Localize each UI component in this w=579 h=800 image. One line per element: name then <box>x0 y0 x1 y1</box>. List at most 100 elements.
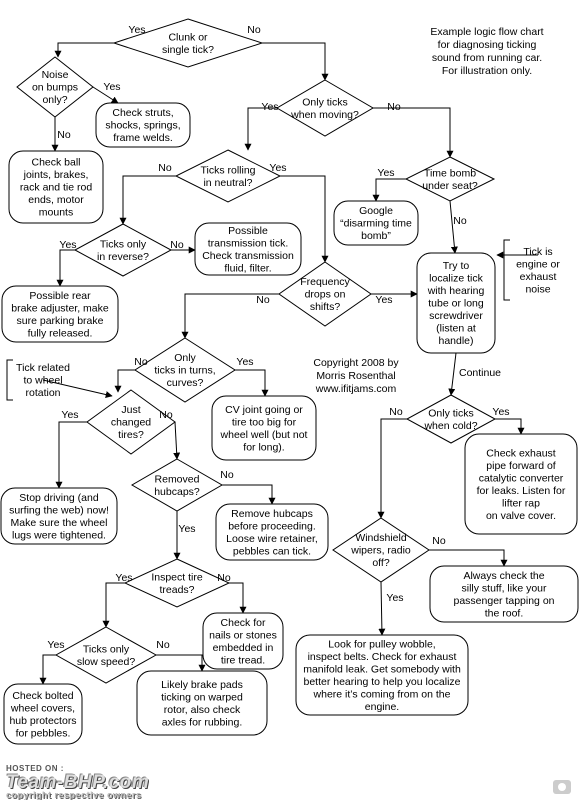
node-text-line: Windshield <box>355 532 407 544</box>
node-text-line: rack and tie rod <box>20 182 93 194</box>
node-text-line: for pebbles. <box>16 727 71 739</box>
edge-label-no: No <box>453 215 467 227</box>
chart-description-line: for diagnosing ticking <box>437 39 537 51</box>
node-text-line: bomb” <box>361 230 391 242</box>
edge-label-no: No <box>389 406 403 418</box>
edge-turns-tires <box>114 369 135 393</box>
node-text-line: handle) <box>438 335 473 347</box>
node-text-line: fully released. <box>28 327 93 339</box>
edge-moving-timebomb <box>373 107 454 158</box>
chart-description-line: sound from running car. <box>431 52 543 64</box>
node-text-line: mounts <box>39 207 73 219</box>
node-text-line: slow speed? <box>77 656 136 668</box>
node-text-line: ticking on warped <box>161 691 243 703</box>
node-text-line: Tick is <box>523 246 552 258</box>
node-text-line: wipers, radio <box>350 545 411 557</box>
node-text-line: catalytic converter <box>479 472 564 484</box>
edge-label-yes: Yes <box>236 356 253 368</box>
edge-cold-windshield <box>377 418 407 519</box>
node-text-line: Possible rear <box>29 290 91 302</box>
node-text-line: “disarming time <box>340 218 412 230</box>
outcome-box <box>416 252 496 354</box>
node-text-line: Try to <box>443 260 470 272</box>
node-check-struts: Check struts,shocks, springs,frame welds… <box>95 102 191 148</box>
outcome-box <box>136 670 268 736</box>
edge-label-continue: Continue <box>459 367 501 379</box>
node-text-line: Only ticks <box>302 96 348 108</box>
decision-diamond <box>123 558 231 608</box>
edge-noise-struts <box>92 86 119 104</box>
decision-diamond <box>278 261 372 327</box>
node-text-line: Look for pulley wobble, <box>328 638 435 650</box>
node-text-line: shocks, springs, <box>105 120 180 132</box>
node-text-line: Tick related <box>16 362 70 374</box>
edge-callout-wheel <box>42 379 113 398</box>
edge-label-no: No <box>156 639 170 651</box>
edge-treads-slow <box>102 582 125 628</box>
node-text-line: where it’s coming from on the <box>313 688 451 700</box>
node-pulley: Look for pulley wobble,inspect belts. Ch… <box>295 634 469 716</box>
camera-icon <box>553 780 571 794</box>
node-text-line: transmission tick. <box>208 237 289 249</box>
decision-diamond <box>131 458 223 512</box>
node-text-line: Noise <box>42 69 69 81</box>
node-text-line: under seat? <box>422 180 478 192</box>
node-text-line: silly stuff, like your <box>462 582 548 594</box>
node-text-line: before proceeding. <box>228 520 316 532</box>
decision-diamond <box>404 156 496 202</box>
edge-label-no: No <box>247 24 261 36</box>
node-text-line: ticks in turns, <box>154 365 215 377</box>
node-text-line: pipe forward of <box>486 460 556 472</box>
node-text-line: Time bomb <box>424 167 476 179</box>
node-text-line: Likely brake pads <box>161 679 243 691</box>
node-text-line: Ticks only <box>83 643 130 655</box>
decision-diamond <box>405 394 497 444</box>
node-text-line: Loose wire retainer, <box>226 533 318 545</box>
edge-label-no: No <box>158 162 172 174</box>
node-text-line: localize tick <box>429 273 483 285</box>
edge-label-yes: Yes <box>269 162 286 174</box>
edge-label-yes: Yes <box>115 572 132 584</box>
node-text-line: rotor, also check <box>164 704 241 716</box>
edge-moving-rolling <box>244 107 277 151</box>
node-text-line: engine. <box>365 701 399 713</box>
node-text-line: in reverse? <box>97 251 149 263</box>
node-text-line: wheel covers, <box>10 702 75 714</box>
edge-localize-cold <box>448 352 457 396</box>
node-text-line: inspect belts. Check for exhaust <box>308 651 457 663</box>
decision-diamond <box>112 18 264 68</box>
node-text-line: on valve cover. <box>486 510 556 522</box>
node-text-line: off? <box>372 557 389 569</box>
edge-label-no: No <box>220 469 234 481</box>
node-text-line: Possible <box>228 225 268 237</box>
decision-diamond <box>276 79 374 137</box>
node-text-line: Check ball <box>31 157 80 169</box>
node-text-line: hubcaps? <box>154 486 200 498</box>
node-text-line: Check bolted <box>12 690 73 702</box>
watermark-footer: HOSTED ON : Team-BHP.com copyright respe… <box>0 762 579 800</box>
node-text-line: Frequency <box>300 276 350 288</box>
flowchart-edges <box>39 42 538 685</box>
node-text-line: axles for rubbing. <box>162 716 243 728</box>
node-text-line: Check exhaust <box>486 447 556 459</box>
decision-diamond <box>73 223 173 277</box>
node-text-line: Stop driving (and <box>19 492 99 504</box>
node-text-line: embedded in <box>213 642 274 654</box>
node-text-line: CV joint going or <box>225 404 303 416</box>
edge-windshield-silly <box>429 549 508 567</box>
decision-diamond <box>134 337 236 403</box>
node-text-line: engine or <box>516 258 560 270</box>
node-text-line: to wheel <box>23 375 62 387</box>
node-text-line: passenger tapping on <box>454 595 555 607</box>
